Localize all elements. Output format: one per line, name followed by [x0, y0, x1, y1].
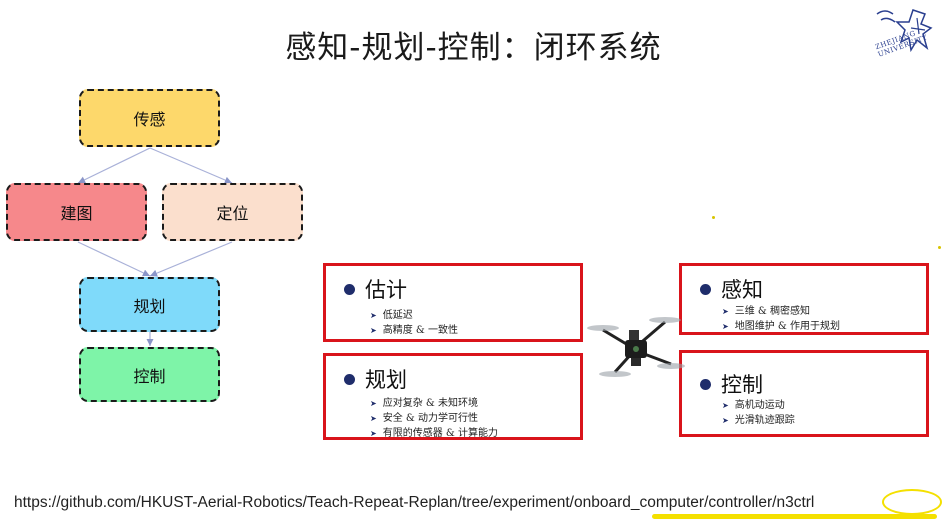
arrow-bullet-icon: ➤: [722, 307, 729, 316]
node-control: 控制: [79, 347, 220, 402]
university-logo-icon: [876, 9, 933, 53]
bullet-icon: [700, 378, 711, 390]
arrow-bullet-icon: ➤: [722, 322, 729, 331]
card-control: 控制 ➤高机动运动 ➤光滑轨迹跟踪: [679, 350, 929, 437]
arrow-localization-to-planning: [149, 241, 233, 277]
list-item: ➤地图维护 & 作用于规划: [722, 321, 840, 332]
list-item: ➤高机动运动: [722, 400, 785, 411]
slide-title: 感知-规划-控制：闭环系统: [285, 30, 662, 66]
list-item: ➤安全 & 动力学可行性: [370, 413, 478, 424]
card-estimation-title: 估计: [365, 278, 407, 302]
card-perception: 感知 ➤三维 & 稠密感知 ➤地图维护 & 作用于规划: [679, 263, 929, 335]
node-planning: 规划: [79, 277, 220, 332]
arrow-sensing-to-localization: [149, 147, 233, 184]
arrow-bullet-icon: ➤: [370, 399, 377, 408]
arrow-bullet-icon: ➤: [370, 414, 377, 423]
card-control-list: ➤高机动运动 ➤光滑轨迹跟踪: [722, 398, 795, 428]
list-item: ➤光滑轨迹跟踪: [722, 415, 795, 426]
arrow-bullet-icon: ➤: [370, 311, 377, 320]
flow-arrows: [77, 147, 233, 346]
drone-image: [587, 317, 685, 377]
university-logo: ZHEJIANG UNIVERSITY: [873, 4, 941, 62]
card-planning-list: ➤应对复杂 & 未知环境 ➤安全 & 动力学可行性 ➤有限的传感器 & 计算能力: [370, 396, 498, 441]
card-estimation-list: ➤低延迟 ➤高精度 & 一致性: [370, 308, 458, 338]
arrow-mapping-to-planning: [77, 241, 151, 277]
node-localization: 定位: [162, 183, 303, 241]
node-sensing: 传感: [79, 89, 220, 147]
arrow-bullet-icon: ➤: [722, 401, 729, 410]
list-item: ➤低延迟: [370, 310, 413, 321]
arrow-sensing-to-mapping: [77, 147, 151, 184]
list-item: ➤应对复杂 & 未知环境: [370, 398, 478, 409]
annotation-dot: [712, 216, 715, 219]
bullet-icon: [700, 283, 711, 295]
url-highlight-circle: [882, 489, 942, 515]
card-perception-list: ➤三维 & 稠密感知 ➤地图维护 & 作用于规划: [722, 304, 840, 334]
list-item: ➤三维 & 稠密感知: [722, 306, 810, 317]
list-item: ➤有限的传感器 & 计算能力: [370, 428, 498, 439]
annotation-dot: [938, 246, 941, 249]
card-estimation: 估计 ➤低延迟 ➤高精度 & 一致性: [323, 263, 583, 342]
bullet-icon: [344, 283, 355, 295]
repository-link[interactable]: https://github.com/HKUST-Aerial-Robotics…: [14, 494, 815, 511]
arrow-bullet-icon: ➤: [722, 416, 729, 425]
node-mapping: 建图: [6, 183, 147, 241]
list-item: ➤高精度 & 一致性: [370, 325, 458, 336]
card-control-title: 控制: [721, 373, 763, 397]
card-planning: 规划 ➤应对复杂 & 未知环境 ➤安全 & 动力学可行性 ➤有限的传感器 & 计…: [323, 353, 583, 440]
arrow-bullet-icon: ➤: [370, 326, 377, 335]
arrow-bullet-icon: ➤: [370, 429, 377, 438]
card-perception-title: 感知: [721, 278, 763, 302]
url-highlight-underline: [652, 514, 937, 519]
bullet-icon: [344, 373, 355, 385]
card-planning-title: 规划: [365, 368, 407, 392]
